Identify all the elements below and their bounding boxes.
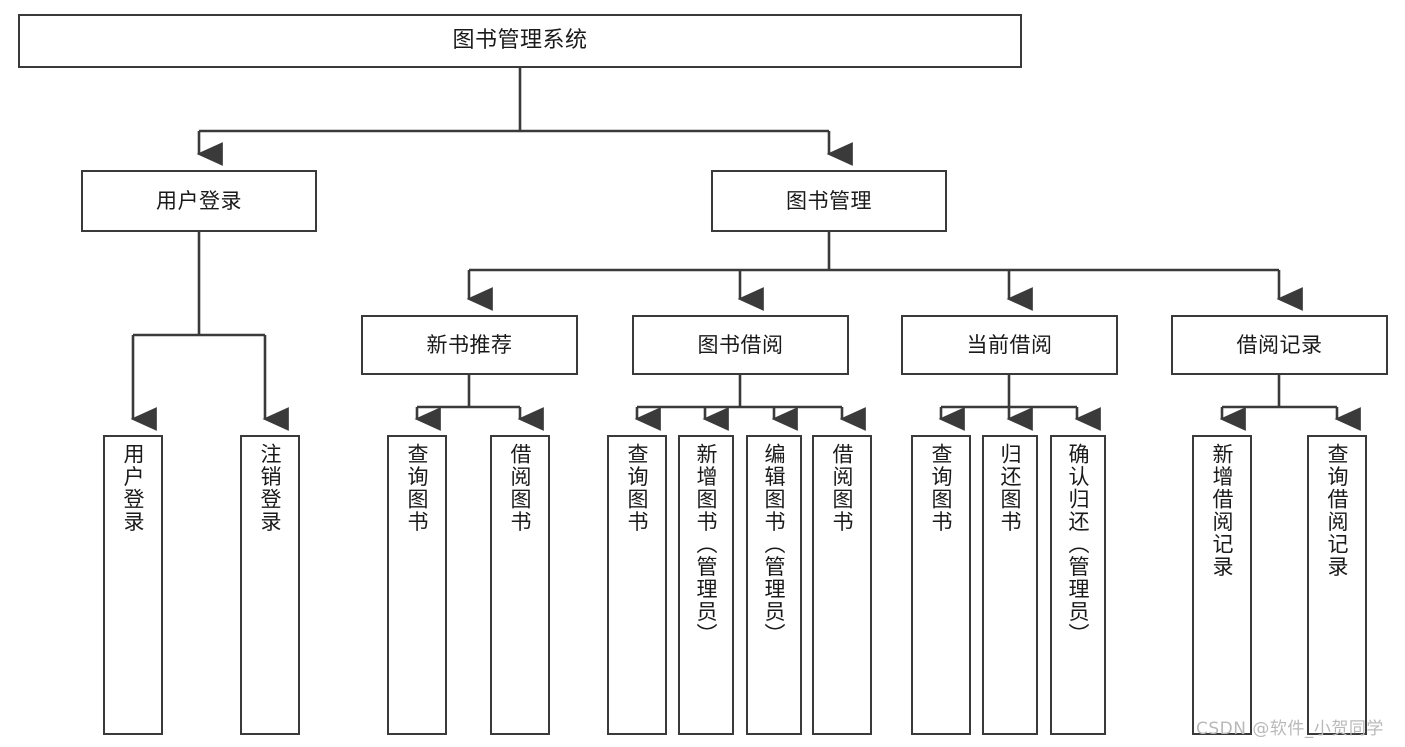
leaf-record-query-record[interactable]: 查询借阅记录 [1307,435,1367,735]
csdn-watermark: CSDN @软件_小贺同学 [1196,719,1384,739]
node-book-management[interactable]: 图书管理 [711,170,947,232]
node-label: 用户登录 [121,443,146,533]
node-current-borrow[interactable]: 当前借阅 [901,315,1118,375]
leaf-user-login-login[interactable]: 用户登录 [103,435,163,735]
leaf-recommend-query-book[interactable]: 查询图书 [387,435,447,735]
node-label: 借阅图书 [508,443,533,533]
node-label: 图书管理 [786,188,872,213]
node-new-book-recommend[interactable]: 新书推荐 [361,315,578,375]
node-label: 归还图书 [998,443,1023,533]
node-user-login[interactable]: 用户登录 [81,170,317,232]
leaf-borrow-borrow-book[interactable]: 借阅图书 [812,435,872,735]
node-label: 编辑图书（管理员） [762,443,787,646]
node-label: 确认归还（管理员） [1066,443,1091,646]
node-label: 当前借阅 [966,332,1053,357]
leaf-current-query-book[interactable]: 查询图书 [911,435,971,735]
node-label: 查询图书 [929,443,954,533]
node-label: 用户登录 [156,188,242,213]
leaf-recommend-borrow-book[interactable]: 借阅图书 [490,435,550,735]
node-label: 查询借阅记录 [1325,443,1350,578]
node-borrow-record[interactable]: 借阅记录 [1171,315,1388,375]
node-label: 查询图书 [625,443,650,533]
leaf-borrow-edit-book[interactable]: 编辑图书（管理员） [746,435,802,735]
node-label: 借阅图书 [830,443,855,533]
leaf-borrow-query-book[interactable]: 查询图书 [607,435,667,735]
node-label: 查询图书 [405,443,430,533]
leaf-borrow-add-book[interactable]: 新增图书（管理员） [678,435,734,735]
leaf-current-return-book[interactable]: 归还图书 [982,435,1038,735]
node-root-system[interactable]: 图书管理系统 [18,14,1022,68]
node-book-borrow[interactable]: 图书借阅 [632,315,849,375]
leaf-current-confirm-return[interactable]: 确认归还（管理员） [1050,435,1106,735]
node-label: 图书借阅 [697,332,784,357]
node-label: 新增借阅记录 [1210,443,1235,578]
leaf-user-login-logout[interactable]: 注销登录 [240,435,300,735]
node-label: 新书推荐 [426,332,513,357]
node-label: 注销登录 [258,443,283,533]
node-label: 新增图书（管理员） [694,443,719,646]
node-label: 图书管理系统 [452,28,588,54]
node-label: 借阅记录 [1236,332,1323,357]
leaf-record-add-record[interactable]: 新增借阅记录 [1192,435,1252,735]
